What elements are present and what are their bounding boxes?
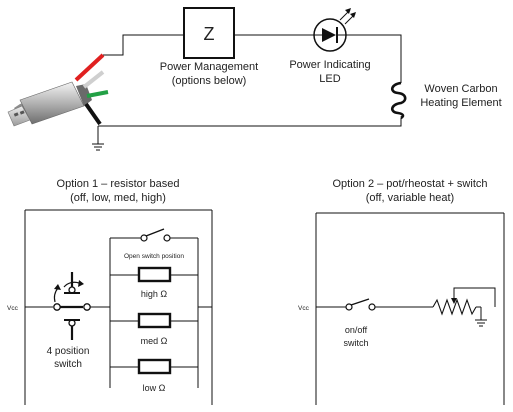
high-resistor-icon bbox=[137, 266, 172, 283]
green-wire bbox=[86, 90, 109, 98]
low-resistor-label: low Ω bbox=[143, 383, 166, 393]
black-wire bbox=[84, 102, 102, 126]
four-position-switch-sublabel: switch bbox=[54, 359, 82, 370]
high-resistor-label: high Ω bbox=[141, 289, 168, 299]
heater-label: Woven Carbon bbox=[424, 83, 497, 95]
led-sublabel: LED bbox=[319, 73, 340, 85]
heating-element-icon bbox=[391, 81, 407, 120]
top-wire-left bbox=[103, 34, 184, 56]
four-position-switch-label: 4 position bbox=[47, 346, 90, 357]
med-resistor-icon bbox=[137, 312, 172, 329]
option2-title: Option 2 – pot/rheostat + switch bbox=[332, 178, 487, 190]
option2-vcc-label: Vcc bbox=[298, 305, 310, 312]
on-off-switch-label: on/off bbox=[345, 325, 368, 335]
z-label: Z bbox=[204, 24, 215, 44]
option2-panel: Option 2 – pot/rheostat + switch (off, v… bbox=[298, 178, 505, 405]
open-switch-branch bbox=[110, 228, 198, 242]
low-resistor-branch bbox=[110, 358, 198, 375]
med-resistor-label: med Ω bbox=[141, 336, 168, 346]
power-management-sublabel: (options below) bbox=[172, 75, 247, 87]
power-management-box bbox=[183, 7, 235, 59]
four-position-switch-icon bbox=[53, 272, 110, 340]
option2-ground-icon bbox=[475, 319, 487, 327]
med-resistor-branch bbox=[110, 312, 198, 329]
red-wire bbox=[74, 53, 105, 82]
high-resistor-branch bbox=[110, 266, 198, 283]
led-label: Power Indicating bbox=[289, 59, 370, 71]
usb-stick-icon bbox=[7, 81, 92, 127]
bottom-wire bbox=[98, 118, 402, 127]
low-resistor-icon bbox=[137, 358, 172, 375]
on-off-switch-sublabel: switch bbox=[343, 338, 368, 348]
on-off-switch-icon bbox=[345, 298, 433, 311]
top-circuit: Z bbox=[7, 7, 502, 151]
heater-sublabel: Heating Element bbox=[420, 97, 501, 109]
option1-title: Option 1 – resistor based bbox=[57, 178, 180, 190]
option2-subtitle: (off, variable heat) bbox=[366, 192, 454, 204]
power-management-label: Power Management bbox=[160, 61, 258, 73]
option1-subtitle: (off, low, med, high) bbox=[70, 192, 166, 204]
led-icon bbox=[313, 8, 356, 52]
option1-panel: Option 1 – resistor based (off, low, med… bbox=[7, 178, 213, 405]
white-wire bbox=[82, 70, 105, 89]
potentiometer-icon bbox=[432, 287, 496, 320]
open-switch-label: Open switch position bbox=[124, 253, 184, 260]
option1-vcc-label: Vcc bbox=[7, 305, 19, 312]
top-wire-right bbox=[347, 34, 402, 83]
ground-icon bbox=[92, 143, 104, 151]
